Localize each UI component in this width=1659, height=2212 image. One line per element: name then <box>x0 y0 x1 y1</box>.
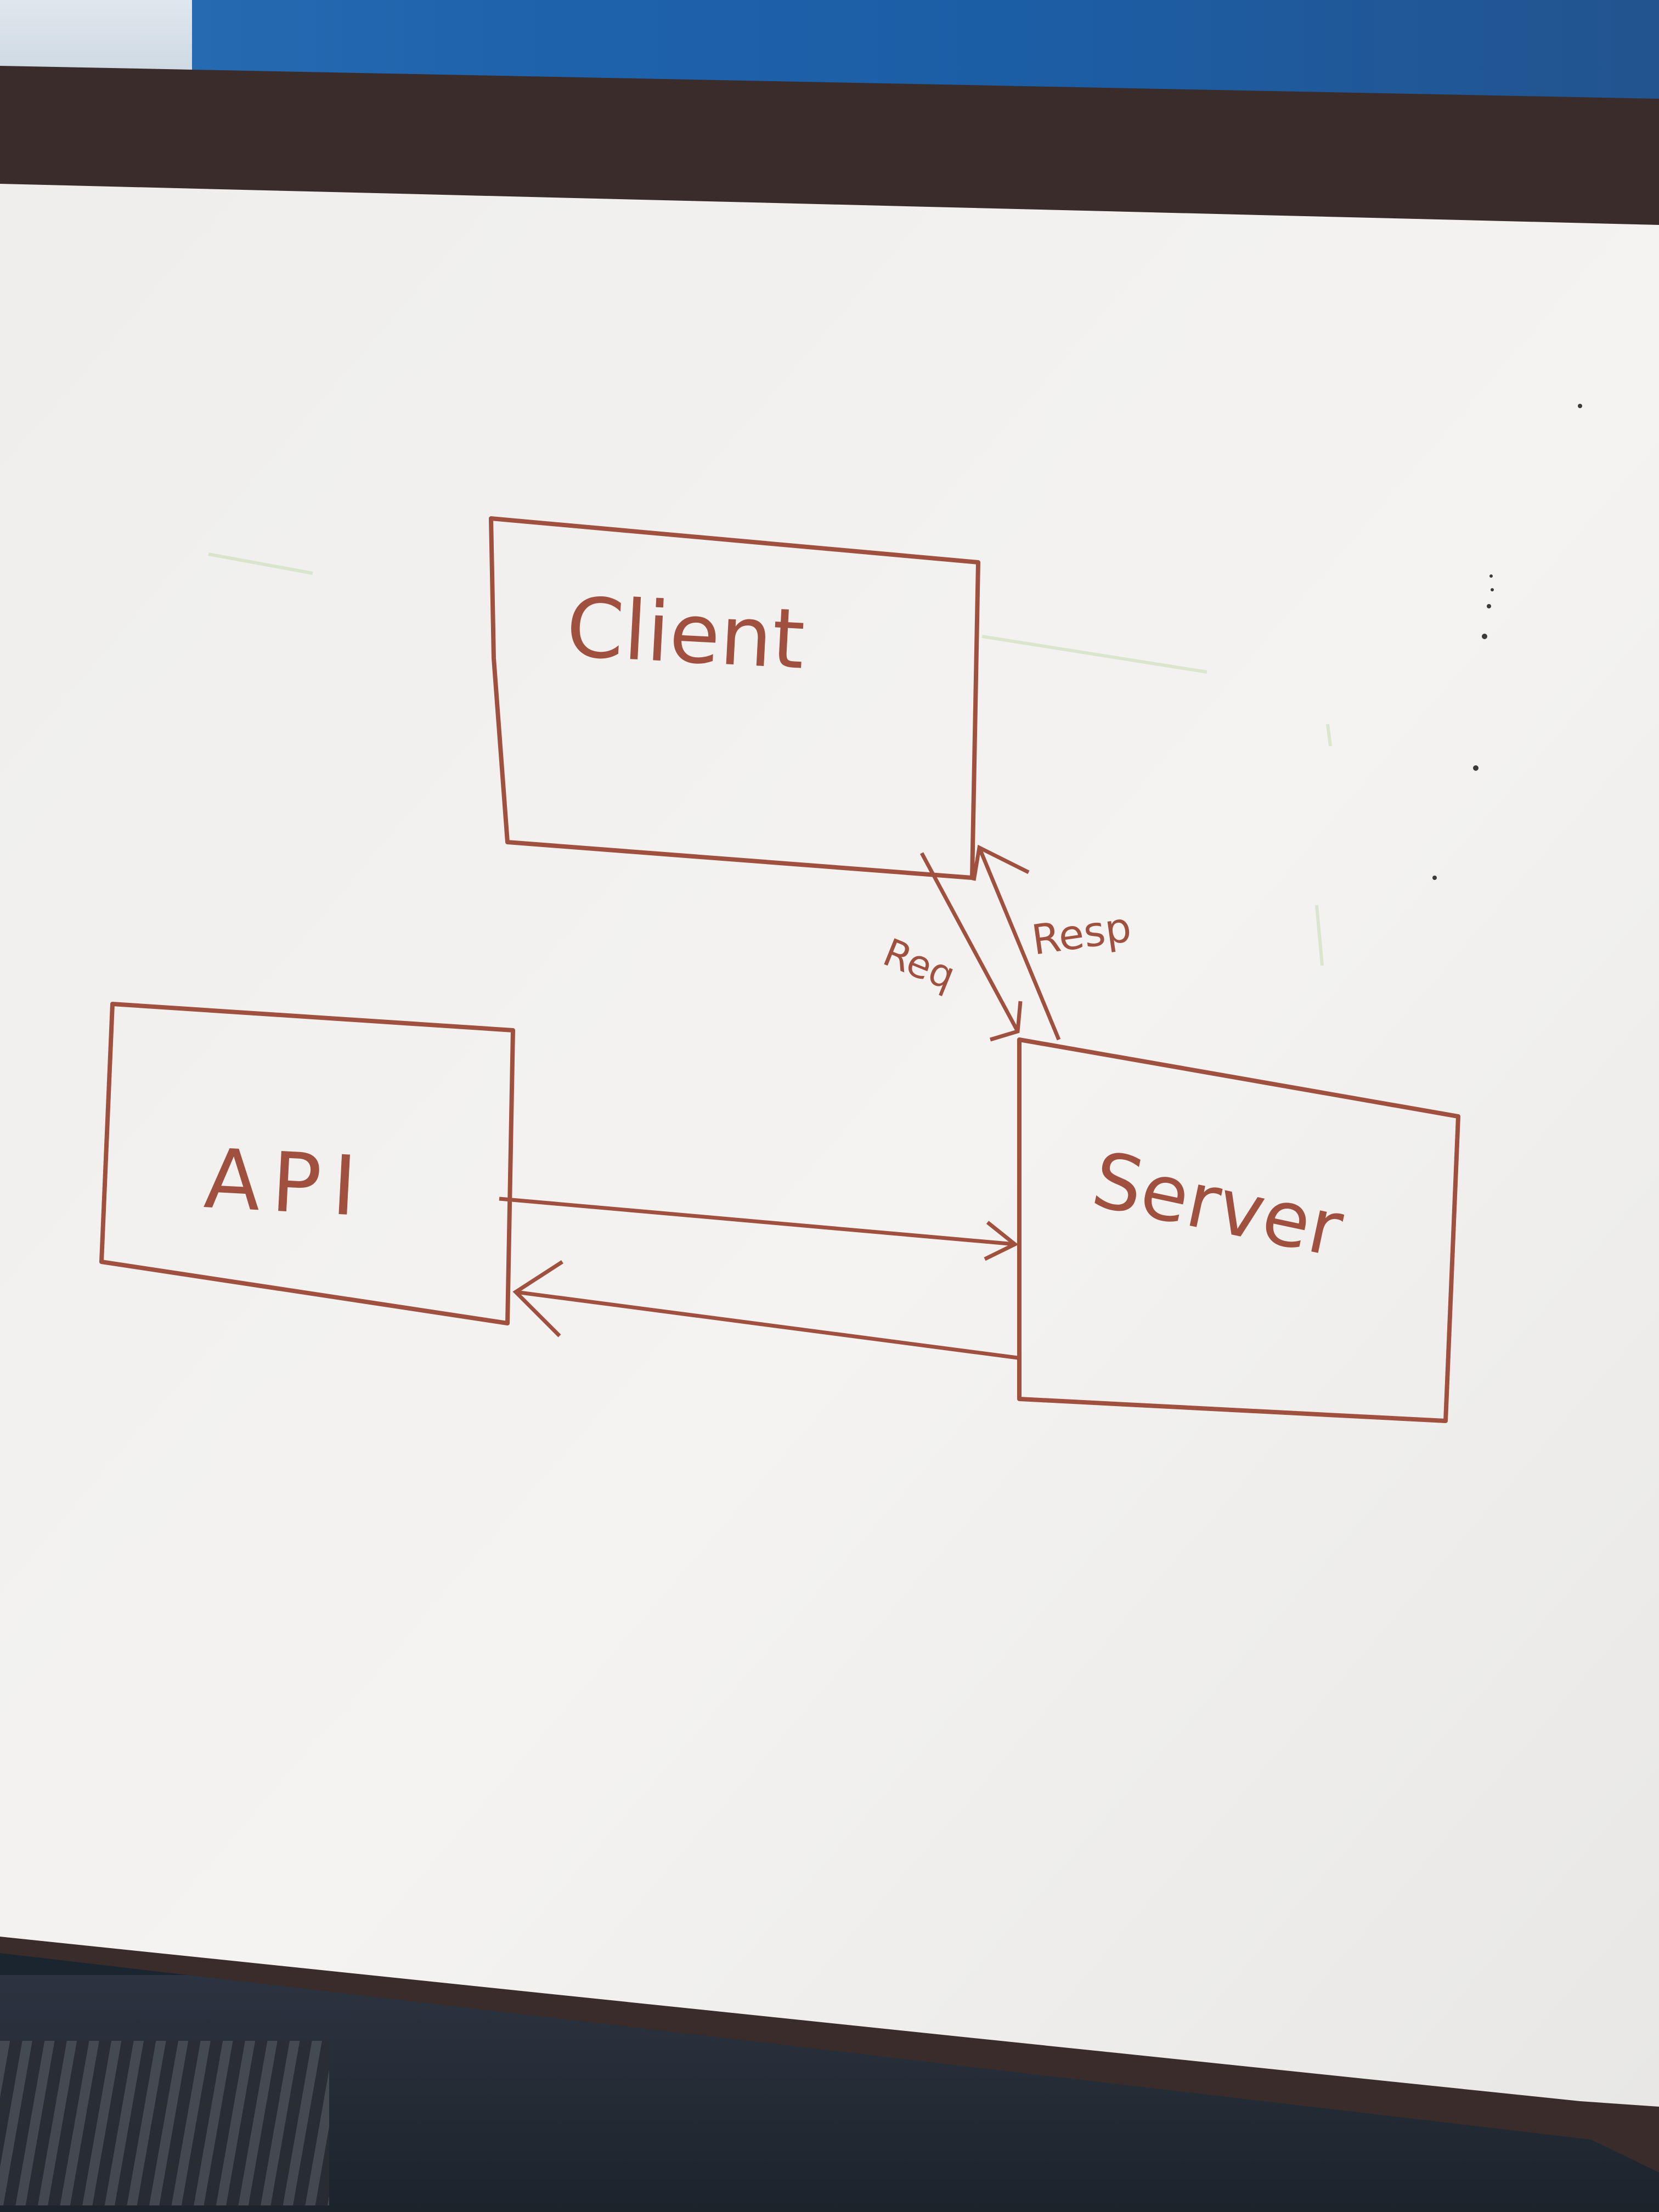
api-to-server-line <box>499 1197 1015 1246</box>
server-to-api-line <box>515 1290 1018 1360</box>
floor-vent <box>0 2041 329 2205</box>
whiteboard-surface <box>0 184 1659 2107</box>
node-client: Client <box>489 516 980 880</box>
api-to-server-arrowhead <box>984 1221 1019 1261</box>
resp-arrowhead <box>972 844 1030 881</box>
client-box <box>489 516 980 880</box>
client-label: Client <box>564 580 807 687</box>
api-label: API <box>202 1131 370 1235</box>
edge-api-to-server <box>499 1197 1019 1261</box>
board-specks <box>1432 404 1582 880</box>
req-arrowhead <box>989 1001 1023 1042</box>
ghost-mark <box>208 552 1332 966</box>
api-box <box>99 1002 515 1325</box>
server-box <box>1017 1037 1460 1423</box>
req-arrow-line <box>919 852 1020 1032</box>
edge-server-to-api <box>512 1260 1018 1360</box>
server-to-api-arrowhead <box>512 1260 563 1338</box>
resp-arrow-line <box>977 847 1061 1041</box>
node-api: API <box>99 1002 515 1325</box>
